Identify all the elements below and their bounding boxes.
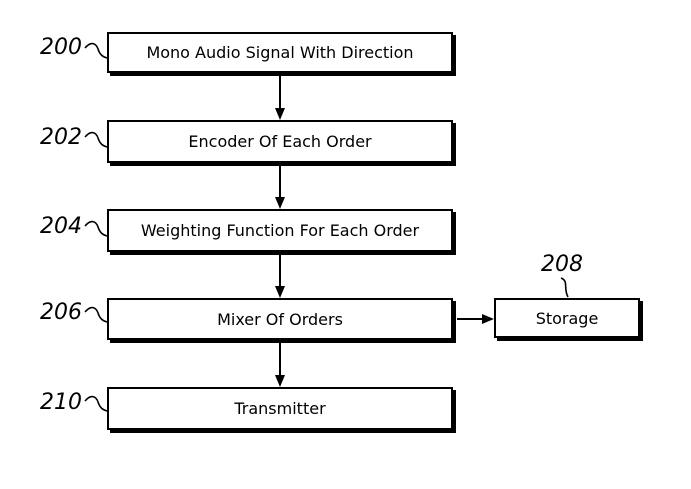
node-label: Encoder Of Each Order — [188, 132, 372, 151]
ref-label-206: 206 — [40, 300, 82, 325]
arrow-200-to-202 — [275, 76, 285, 120]
ref-label-200: 200 — [40, 35, 82, 60]
leader-204 — [84, 220, 108, 237]
node-box-transmitter: Transmitter — [107, 387, 453, 430]
arrow-206-to-208 — [457, 314, 494, 324]
leader-208 — [560, 277, 569, 298]
ref-label-202: 202 — [40, 125, 82, 150]
node-box-mixer: Mixer Of Orders — [107, 298, 453, 340]
ref-label-204: 204 — [40, 214, 82, 239]
ref-label-208: 208 — [541, 252, 583, 277]
arrowhead-icon — [482, 314, 494, 324]
node-box-mono-audio-signal: Mono Audio Signal With Direction — [107, 32, 453, 73]
node-label: Storage — [535, 308, 599, 328]
arrowhead-icon — [275, 108, 285, 120]
leader-206 — [84, 306, 108, 323]
node-box-storage: Storage — [494, 298, 640, 338]
node-label: Transmitter — [234, 399, 326, 418]
arrow-206-to-210 — [275, 343, 285, 387]
arrowhead-icon — [275, 375, 285, 387]
arrowhead-icon — [275, 197, 285, 209]
leader-202 — [84, 131, 108, 148]
arrowhead-icon — [275, 286, 285, 298]
node-box-weighting-function: Weighting Function For Each Order — [107, 209, 453, 252]
arrow-204-to-206 — [275, 254, 285, 298]
node-label: Weighting Function For Each Order — [140, 221, 420, 240]
arrow-202-to-204 — [275, 165, 285, 209]
leader-210 — [84, 395, 108, 412]
node-box-encoder: Encoder Of Each Order — [107, 120, 453, 163]
node-label: Mixer Of Orders — [217, 309, 343, 329]
ref-label-210: 210 — [40, 390, 82, 415]
leader-200 — [84, 42, 108, 59]
node-label: Mono Audio Signal With Direction — [146, 43, 414, 62]
